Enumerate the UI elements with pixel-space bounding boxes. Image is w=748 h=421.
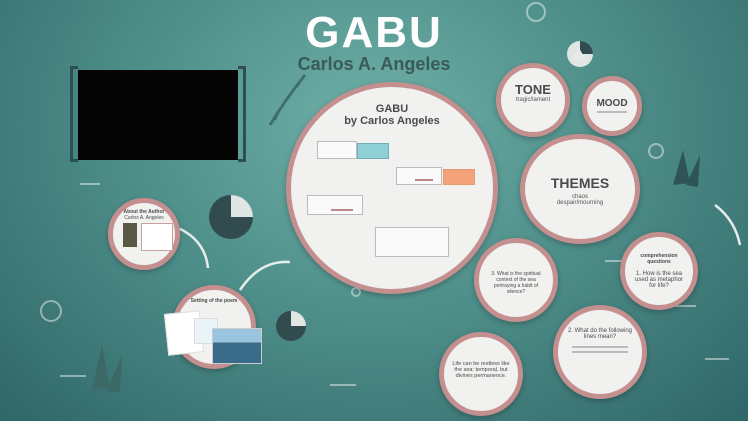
main-title: GABU [375, 103, 409, 115]
highlight-line-1 [415, 179, 433, 181]
question-2-text: 2. What do the following lines mean? [567, 328, 633, 340]
note-card-3[interactable] [396, 167, 442, 185]
page-title: GABU [305, 8, 443, 57]
leaf-decor-icon-right [673, 150, 700, 187]
question-2-lines [572, 346, 628, 348]
themes-line2: despair/mourning [556, 200, 604, 206]
pie-decor-icon-small [276, 311, 306, 341]
pie-decor-icon [209, 195, 253, 239]
author-photo [123, 223, 137, 247]
decor-dash-2 [60, 375, 86, 377]
mood-circle[interactable]: MOOD [582, 76, 642, 136]
leaf-decor-icon [268, 74, 307, 126]
triangle-decor-icon [572, 48, 586, 60]
decor-ring-top [526, 2, 546, 22]
author-subtitle: Carlos A. Angeles [297, 54, 451, 74]
life-text: Life can be restless like the sea: tempo… [452, 361, 510, 379]
about-notes [141, 223, 173, 251]
themes-circle[interactable]: THEMES chaos despair/mourning [520, 134, 640, 244]
question-2-lines-2 [572, 351, 628, 353]
tone-circle[interactable]: TONE tragic/lament [496, 63, 570, 137]
mood-detail [597, 111, 627, 113]
decor-dash-4 [605, 260, 625, 262]
note-card-6[interactable] [375, 227, 449, 257]
question-1-text: 1. How is the sea used as metaphor for l… [634, 271, 684, 289]
main-topic-circle[interactable]: GABU by Carlos Angeles [286, 82, 498, 294]
main-byline: by Carlos Angeles [344, 115, 440, 127]
themes-title: THEMES [550, 175, 610, 191]
mood-title: MOOD [596, 98, 628, 109]
decor-ring-right [648, 143, 664, 159]
note-card-4[interactable] [443, 169, 475, 185]
life-circle[interactable]: Life can be restless like the sea: tempo… [439, 332, 523, 416]
note-card-2[interactable] [357, 143, 389, 159]
about-name: Carlos A. Angeles [124, 215, 164, 221]
video-player[interactable] [78, 70, 238, 160]
decor-dash-3 [330, 384, 356, 386]
questions-header: comprehension questions [640, 253, 678, 265]
about-author-circle[interactable]: About the Author Carlos A. Angeles [108, 198, 180, 270]
note-card-1[interactable] [317, 141, 357, 159]
sea-photo [212, 328, 262, 364]
video-bracket-left [70, 66, 78, 162]
decor-dash-5 [705, 358, 729, 360]
decor-ring-left [40, 300, 62, 322]
note-card-5[interactable] [307, 195, 363, 215]
highlight-line-2 [331, 209, 353, 211]
question-1-circle[interactable]: comprehension questions 1. How is the se… [620, 232, 698, 310]
decor-dash-6 [670, 305, 696, 307]
question-3-text: 3. What is the spiritual context of the … [491, 271, 541, 295]
leaf-decor-icon-bottom [92, 345, 122, 393]
tone-title: TONE [515, 82, 551, 97]
about-title: About the Author [123, 209, 165, 215]
themes-line1: chaos [571, 194, 588, 200]
video-bracket-right [238, 66, 246, 162]
question-3-circle[interactable]: 3. What is the spiritual context of the … [474, 238, 558, 322]
decor-dash-1 [80, 183, 100, 185]
question-2-circle[interactable]: 2. What do the following lines mean? [553, 305, 647, 399]
tone-value: tragic/lament [515, 97, 551, 103]
setting-title: Setting of the poem [190, 298, 238, 304]
